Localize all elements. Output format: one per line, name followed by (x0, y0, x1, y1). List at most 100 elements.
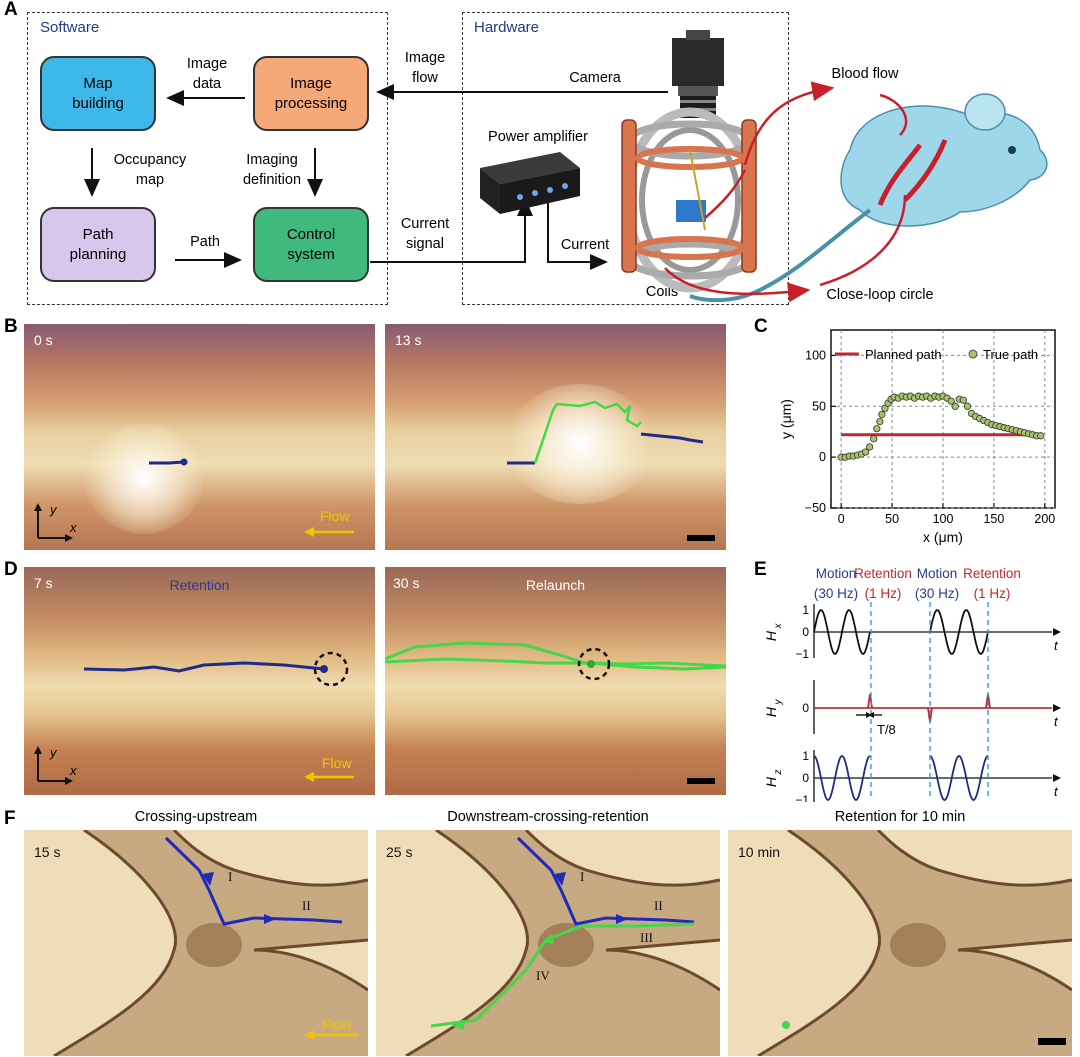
t-axis-label: t (1054, 714, 1059, 729)
flow-label: Flow (322, 1016, 352, 1032)
true-path-point (959, 396, 967, 404)
y-axis-subscript: z (773, 770, 784, 776)
true-path-point (878, 410, 886, 419)
x-tick-label: 50 (885, 512, 899, 526)
frame-caption: Downstream-crossing-retention (447, 809, 649, 825)
true-path-point (876, 417, 884, 426)
y-tick-label: 100 (805, 348, 826, 362)
plot-area (830, 329, 1056, 509)
occupancy-map-label: Occupancy map (113, 152, 187, 188)
close-loop-arrow (664, 267, 811, 303)
x-axis-label: x (μm) (923, 529, 963, 545)
true-path-point (1037, 432, 1045, 440)
time-label: 30 s (393, 575, 420, 591)
image-frame-d1: 7 s Retention y x Flow (24, 567, 375, 795)
legend-label-planned: Planned path (865, 347, 942, 362)
robot-position (320, 665, 328, 673)
panel-letter-f: F (4, 808, 16, 829)
image-frame-b1: 0 s y x Flow (24, 324, 375, 550)
phase-header: Retention (854, 566, 912, 581)
robot-position (180, 458, 188, 466)
segment-label: I (228, 869, 233, 884)
camera-icon (672, 30, 724, 118)
y-tick-label: 1 (802, 603, 809, 617)
phase-header: (1 Hz) (865, 586, 902, 601)
true-path-point (947, 397, 955, 405)
trajectory-blue (149, 460, 185, 465)
y-tick-label: 1 (802, 749, 809, 763)
panel-letter-e: E (754, 559, 767, 580)
axis-label-y: y (50, 502, 57, 517)
panel-letter-c: C (754, 316, 768, 337)
xy-axis-icon (34, 746, 73, 785)
legend-label-true: True path (983, 347, 1038, 362)
y-axis-label: H (763, 776, 779, 787)
y-tick-label: −50 (805, 501, 826, 515)
image-processing-block: Image processing (253, 56, 369, 131)
hardware-box (462, 12, 789, 305)
segment-label: I (580, 869, 585, 884)
t-axis-arrow (1053, 704, 1061, 712)
phase-header: (1 Hz) (974, 586, 1011, 601)
t-axis-arrow (1053, 774, 1061, 782)
true-path-point (951, 402, 959, 410)
software-title: Software (40, 19, 100, 36)
image-frame-d2: 30 s Relaunch (385, 567, 726, 795)
axis-label-x: x (70, 520, 77, 535)
panel-letter-a: A (4, 0, 18, 20)
flow-label: Flow (320, 508, 350, 524)
trajectory-green (385, 641, 726, 668)
phase-header: Motion (816, 566, 857, 581)
waveform (813, 754, 989, 802)
y-axis-subscript: y (773, 699, 784, 706)
current-signal-label: Current signal (400, 216, 450, 252)
y-tick-label: 50 (812, 399, 826, 413)
blood-flow-label: Blood flow (831, 66, 899, 82)
image-flow-label: Image flow (404, 50, 446, 86)
legend-swatch-true (968, 349, 978, 359)
trajectory-blue (640, 432, 704, 444)
software-box (27, 12, 388, 305)
segment-label: II (302, 898, 311, 913)
y-axis-label: y (μm) (778, 399, 794, 439)
true-path-point (963, 402, 972, 410)
time-label: 13 s (395, 332, 422, 348)
camera-label: Camera (569, 70, 621, 86)
true-path-point (866, 443, 874, 451)
period-label: T/8 (877, 722, 896, 737)
t-axis-label: t (1054, 784, 1059, 799)
panel-a-graphics (84, 30, 1048, 303)
y-tick-label: 0 (802, 625, 809, 639)
retention-label: Retention (169, 577, 230, 593)
segment-label: II (654, 898, 663, 913)
x-tick-label: 200 (1034, 512, 1055, 526)
true-path-point (862, 448, 870, 456)
arrow-current-signal (370, 198, 533, 263)
t-axis-label: t (1054, 638, 1059, 653)
scale-bar (687, 535, 715, 541)
relaunch-label: Relaunch (525, 577, 586, 593)
retention-circle (313, 651, 349, 687)
imaging-definition-label: Imaging definition (242, 152, 302, 188)
coils-icon (621, 107, 757, 293)
scale-bar (1038, 1038, 1066, 1045)
segment-label: IV (536, 968, 550, 983)
arrow-current (547, 198, 608, 270)
scale-bar (687, 778, 715, 784)
map-building-block: Map building (40, 56, 156, 131)
t-axis-arrow (1053, 628, 1061, 636)
period-marker-arrow (868, 712, 874, 718)
control-system-block: Control system (253, 207, 369, 282)
y-axis-label: H (763, 630, 779, 641)
trajectory-green (385, 657, 726, 671)
true-path-point (873, 425, 881, 433)
y-tick-label: 0 (802, 701, 809, 715)
flow-label: Flow (322, 755, 352, 771)
y-axis-subscript: x (773, 623, 784, 630)
retention-circle (577, 647, 611, 681)
path-planning-block: Path planning (40, 207, 156, 282)
waveform-panel-e: Motion(30 Hz)Retention(1 Hz)Motion(30 Hz… (763, 566, 1061, 802)
